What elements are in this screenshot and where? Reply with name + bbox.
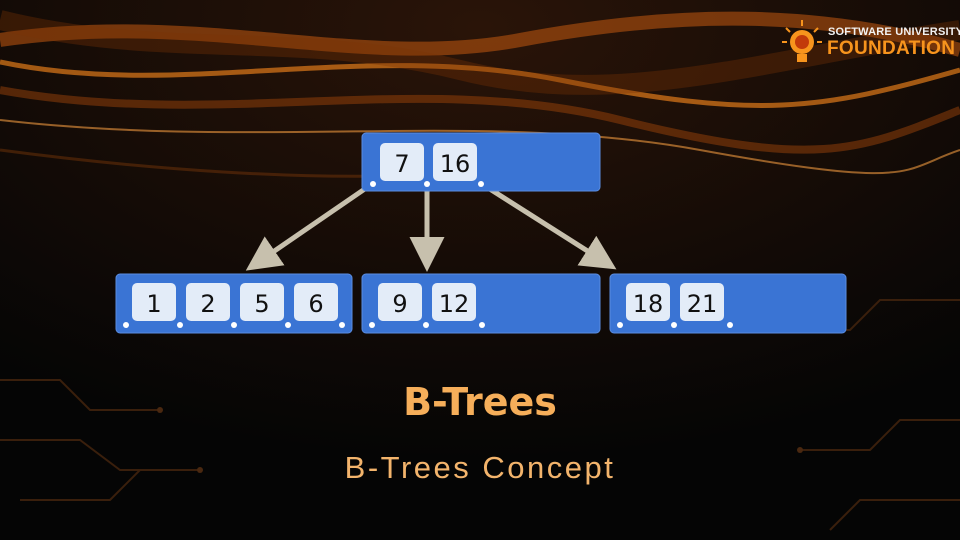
root-node: 7 16 xyxy=(361,132,601,192)
child-node: 9 12 xyxy=(361,273,601,334)
slide-title: B-Trees xyxy=(403,380,557,424)
pointer-dot xyxy=(423,322,429,328)
pointer-dot xyxy=(727,322,733,328)
key-label: 7 xyxy=(394,150,409,178)
key-box xyxy=(680,283,724,321)
pointer-arrow xyxy=(480,181,617,270)
key-box xyxy=(432,283,476,321)
pointer-dot xyxy=(123,322,129,328)
key-label: 12 xyxy=(439,290,470,318)
child-node: 1 2 5 6 xyxy=(115,273,353,334)
key-label: 5 xyxy=(254,290,269,318)
slide-subtitle: B-Trees Concept xyxy=(344,450,616,485)
key-label: 16 xyxy=(440,150,471,178)
software-university-logo: SOFTWARE UNIVERSITY FOUNDATION xyxy=(780,18,960,70)
key-label: 1 xyxy=(146,290,161,318)
pointer-arrow xyxy=(245,181,374,271)
key-box xyxy=(626,283,670,321)
key-box xyxy=(378,283,422,321)
pointer-dot xyxy=(369,322,375,328)
key-box xyxy=(240,283,284,321)
key-label: 6 xyxy=(308,290,323,318)
logo-line-1: SOFTWARE UNIVERSITY xyxy=(828,26,960,38)
pointer-dot xyxy=(285,322,291,328)
logo-line-2: FOUNDATION xyxy=(827,38,956,59)
pointer-dot xyxy=(370,181,376,187)
key-box xyxy=(380,143,424,181)
key-label: 18 xyxy=(633,290,664,318)
pointer-dot xyxy=(478,181,484,187)
pointer-dot xyxy=(177,322,183,328)
lightbulb-icon xyxy=(782,20,822,62)
key-label: 2 xyxy=(200,290,215,318)
pointer-dot xyxy=(617,322,623,328)
key-box xyxy=(433,143,477,181)
pointer-dot xyxy=(339,322,345,328)
key-box xyxy=(132,283,176,321)
pointer-dot xyxy=(479,322,485,328)
child-node: 18 21 xyxy=(609,273,847,334)
key-box xyxy=(186,283,230,321)
pointer-dot xyxy=(671,322,677,328)
pointer-dot xyxy=(231,322,237,328)
key-label: 21 xyxy=(687,290,718,318)
key-box xyxy=(294,283,338,321)
key-label: 9 xyxy=(392,290,407,318)
pointer-dot xyxy=(424,181,430,187)
